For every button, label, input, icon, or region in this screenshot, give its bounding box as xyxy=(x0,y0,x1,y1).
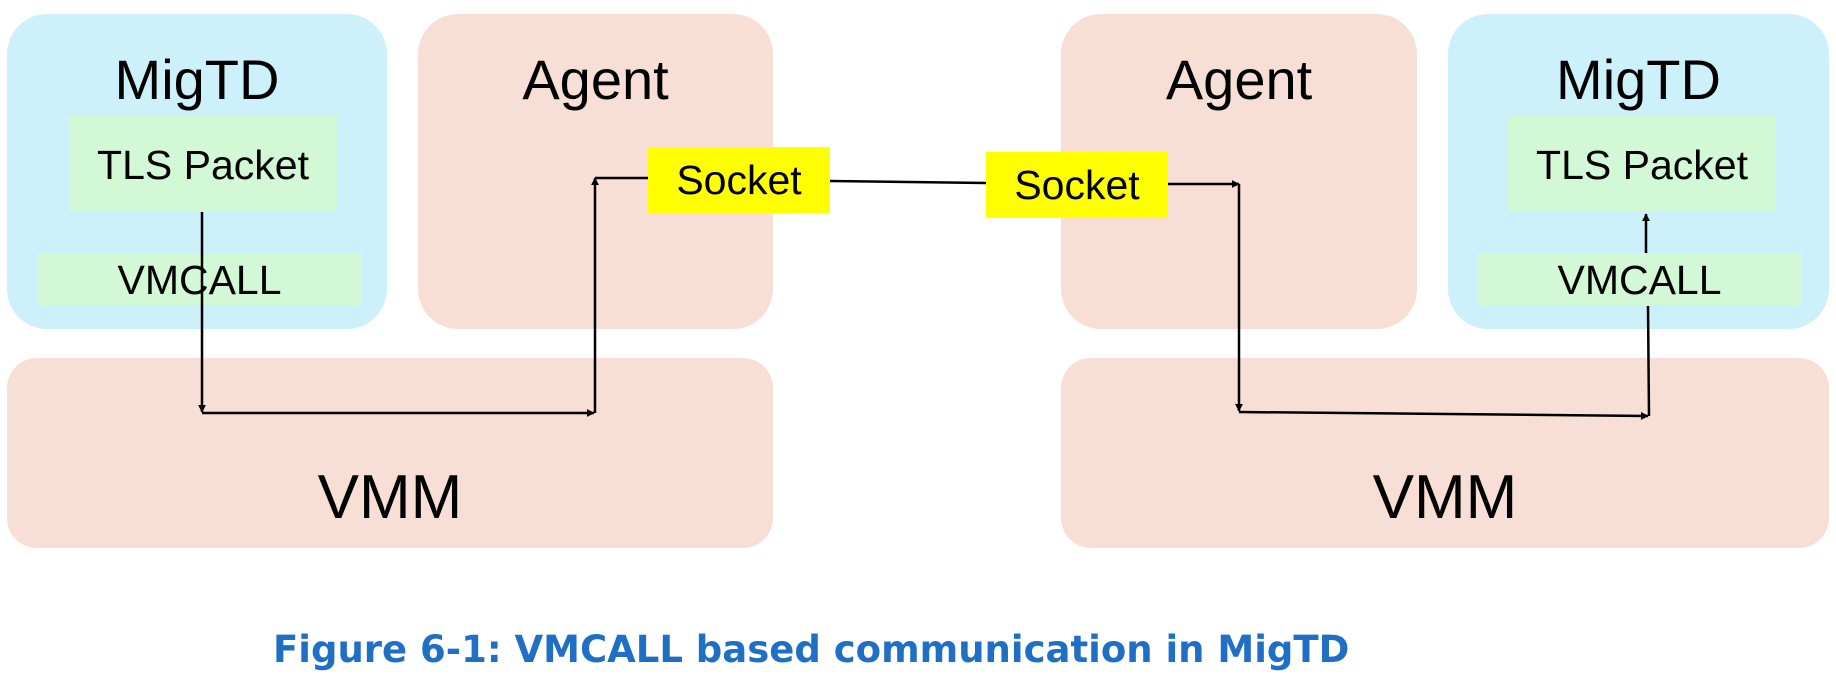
right-vmcall-box xyxy=(1477,253,1802,305)
left-vmcall-box xyxy=(37,253,362,305)
left-socket-box xyxy=(648,147,830,213)
right-vmm-box xyxy=(1061,358,1829,548)
right-vmm-horizontal-line xyxy=(1238,410,1649,420)
socket-to-socket-line xyxy=(829,179,987,185)
left-vmcall-label: VMCALL xyxy=(117,257,282,303)
right-migtd-title: MigTD xyxy=(1556,48,1721,111)
right-tls-packet-label: TLS Packet xyxy=(1536,142,1748,188)
left-tls-packet-label: TLS Packet xyxy=(97,142,309,188)
left-socket-label: Socket xyxy=(676,157,802,203)
right-tls-packet-box xyxy=(1508,116,1776,211)
left-agent-title: Agent xyxy=(522,48,669,111)
right-vmm-to-vmcall-line xyxy=(1646,305,1651,417)
left-tls-packet-box xyxy=(69,116,337,211)
right-socket-label: Socket xyxy=(1014,162,1140,208)
right-vmcall-label: VMCALL xyxy=(1557,257,1722,303)
left-vmm-title: VMM xyxy=(317,463,463,532)
right-socket-box xyxy=(986,152,1168,218)
figure-caption: Figure 6-1: VMCALL based communication i… xyxy=(273,628,1350,671)
right-vmm-title: VMM xyxy=(1372,463,1518,532)
left-migtd-title: MigTD xyxy=(114,48,280,111)
left-vmm-box xyxy=(7,358,773,548)
right-agent-title: Agent xyxy=(1165,48,1313,111)
